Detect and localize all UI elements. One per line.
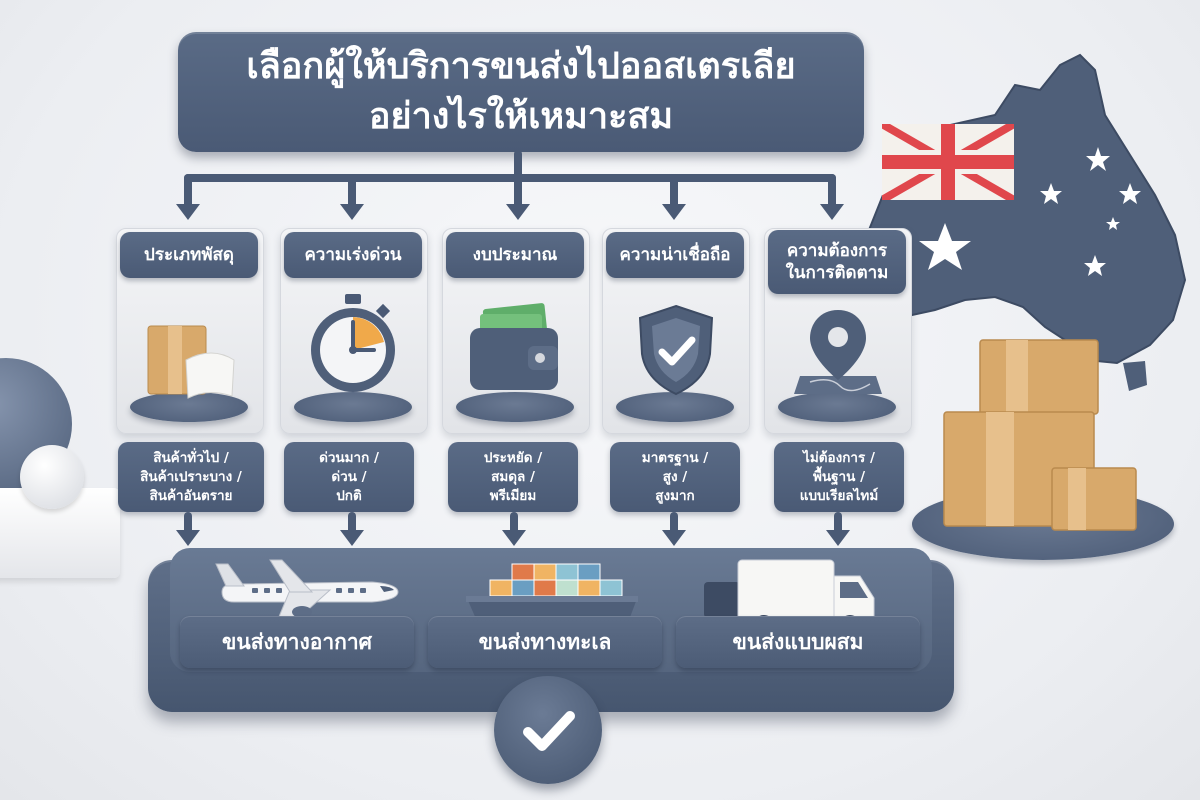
factor-options-parcel-type: สินค้าทั่วไป / สินค้าเปราะบาง / สินค้าอั… (118, 442, 264, 512)
factor-header: งบประมาณ (446, 232, 584, 278)
arrow-down-icon (176, 530, 200, 546)
connector-drop (184, 174, 192, 214)
decor-sphere-small (20, 445, 84, 509)
icon-pedestal (456, 392, 574, 422)
connector-drop (348, 174, 356, 214)
wallet-icon (470, 303, 558, 390)
factor-options-reliability: มาตรฐาน / สูง / สูงมาก (610, 442, 740, 512)
icon-pedestal (778, 392, 896, 422)
connector-drop (348, 512, 356, 538)
factor-header: ความต้องการ ในการติดตาม (768, 230, 906, 294)
connector-drop (510, 512, 518, 538)
mode-air-button[interactable]: ขนส่งทางอากาศ (180, 616, 414, 668)
arrow-down-icon (662, 530, 686, 546)
connector-drop (514, 174, 522, 214)
connector-drop (834, 512, 842, 538)
arrow-down-icon (662, 204, 686, 220)
factor-header: ความน่าเชื่อถือ (606, 232, 744, 278)
arrow-down-icon (176, 204, 200, 220)
title-line-1: เลือกผู้ให้บริการขนส่งไปออสเตรเลีย (246, 46, 796, 87)
icon-pedestal (294, 392, 412, 422)
location-pin-icon (794, 310, 882, 394)
arrow-down-icon (340, 530, 364, 546)
confirm-button[interactable] (494, 676, 602, 784)
arrow-down-icon (340, 204, 364, 220)
arrow-down-icon (820, 204, 844, 220)
connector-drop (670, 512, 678, 538)
airplane-icon (215, 559, 399, 625)
factor-options-budget: ประหยัด / สมดุล / พรีเมียม (448, 442, 578, 512)
arrow-down-icon (826, 530, 850, 546)
factor-header: ความเร่งด่วน (284, 232, 422, 278)
parcel-box-icon (147, 325, 235, 399)
checkmark-icon (523, 711, 575, 751)
connector-drop (184, 512, 192, 538)
star-icon (919, 147, 1141, 276)
icon-pedestal (616, 392, 734, 422)
factor-options-tracking: ไม่ต้องการ / พื้นฐาน / แบบเรียลไทม์ (774, 442, 904, 512)
mode-multimodal-button[interactable]: ขนส่งแบบผสม (676, 616, 920, 668)
arrow-down-icon (502, 530, 526, 546)
flag-icon (882, 124, 1014, 200)
connector-drop (828, 174, 836, 214)
parcel-stack-icon (943, 339, 1137, 531)
arrow-down-icon (506, 204, 530, 220)
title-box: เลือกผู้ให้บริการขนส่งไปออสเตรเลีย อย่าง… (178, 32, 864, 152)
connector-drop (670, 174, 678, 214)
connector-bar (184, 174, 836, 182)
title-line-2: อย่างไรให้เหมาะสม (368, 96, 674, 137)
factor-options-urgency: ด่วนมาก / ด่วน / ปกติ (284, 442, 414, 512)
factor-header: ประเภทพัสดุ (120, 232, 258, 278)
mode-sea-button[interactable]: ขนส่งทางทะเล (428, 616, 662, 668)
shield-check-icon (638, 304, 714, 396)
connector-stem (514, 150, 522, 178)
stopwatch-icon (311, 294, 395, 392)
